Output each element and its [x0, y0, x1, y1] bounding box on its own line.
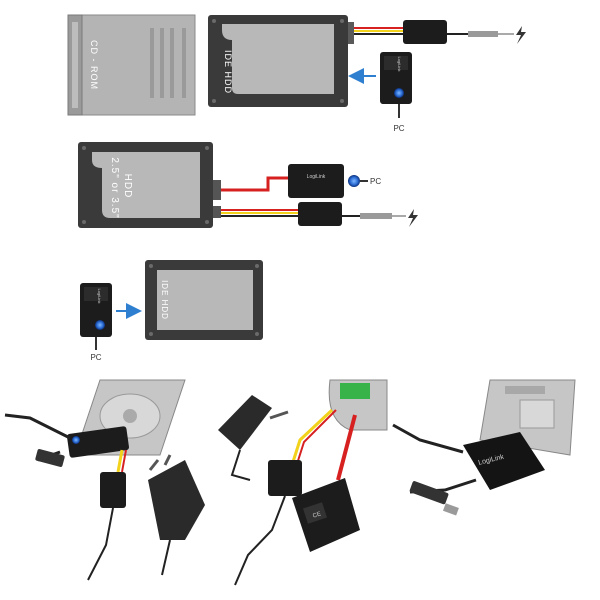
cdrom-drive: CD - ROM [67, 14, 196, 116]
photo-ide-setup [0, 379, 210, 600]
ide-hdd-drive-3: IDE HDD [145, 260, 263, 340]
power-brick-photo [100, 472, 126, 508]
photo-sata-setup: CE [212, 379, 388, 600]
pc-label: PC [393, 124, 404, 133]
ide-hdd-label: IDE HDD [223, 50, 233, 94]
cdrom-label: CD - ROM [89, 40, 99, 90]
adapter-brand-2: LogiLink [307, 174, 326, 180]
led-indicator [394, 88, 404, 98]
adapter-brand: LogiLink [397, 57, 402, 72]
power-brick [403, 20, 447, 44]
sata-data-cable [221, 176, 290, 192]
lightning-icon [516, 26, 526, 44]
usb-ide-adapter: LogiLink PC [380, 52, 412, 133]
hdd-size-label: 2.5" or 3.5" [109, 157, 120, 218]
adapter-photo [463, 432, 545, 490]
diagram-ide-hdd-direct: LogiLink PC IDE HDD [80, 260, 263, 362]
power-cable-2 [221, 202, 418, 227]
power-brick-2 [298, 202, 342, 226]
photo-strip: CE LogiLink [0, 379, 600, 600]
ide-hdd-drive: IDE HDD [208, 15, 354, 107]
pc-label-2: PC [370, 177, 381, 186]
hdd-label: HDD [122, 174, 133, 199]
pc-label-3: PC [90, 353, 101, 362]
sata-hdd-drive: 2.5" or 3.5" HDD [78, 142, 221, 228]
lightning-icon-2 [408, 209, 418, 227]
ide-hdd-label-3: IDE HDD [160, 280, 169, 320]
ce-mark-photo: CE [312, 511, 322, 519]
usb-sata-adapter: LogiLink PC [288, 164, 381, 198]
power-adapter-photo [218, 395, 272, 450]
power-cable [354, 20, 526, 44]
led-indicator-2 [348, 175, 360, 187]
diagram-sata-hdd: 2.5" or 3.5" HDD LogiLink PC [78, 142, 418, 228]
adapter-brand-3: LogiLink [97, 289, 102, 304]
led-indicator-3 [95, 320, 105, 330]
photo-adapter-closeup: LogiLink [389, 379, 600, 600]
usb-ide-adapter-3: LogiLink PC [80, 283, 112, 362]
diagram-ide-cdrom-and-hdd: CD - ROM IDE HDD [67, 14, 526, 133]
